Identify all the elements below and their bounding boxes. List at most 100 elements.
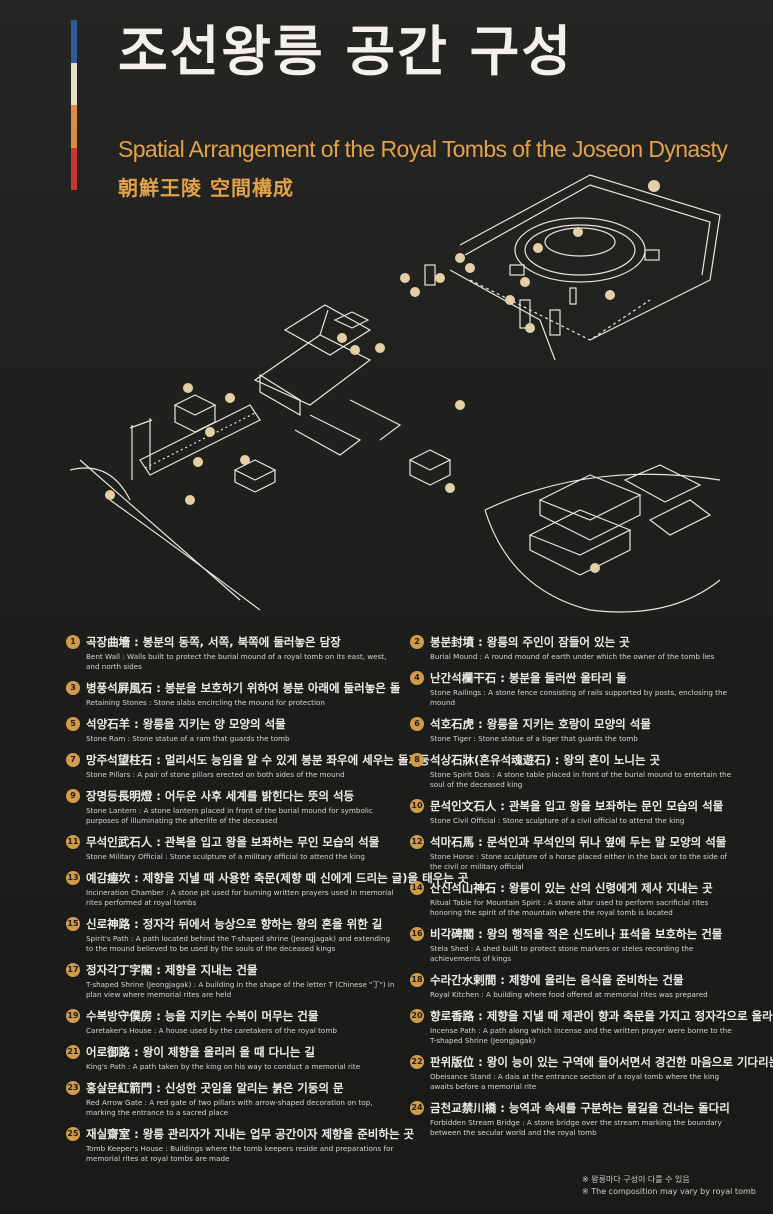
legend-item-korean: 8 석상石牀(혼유석魂遊石) : 왕의 혼이 노니는 곳 (410, 752, 740, 768)
legend-number-badge: 10 (410, 799, 424, 813)
legend-korean-text: 정자각丁字閣 : 제향을 지내는 건물 (86, 963, 258, 977)
legend-item-korean: 23 홍살문紅箭門 : 신성한 곳임을 알리는 붉은 기둥의 문 (66, 1080, 396, 1096)
legend-korean-text: 병풍석屛風石 : 봉분을 보호하기 위하여 봉분 아래에 둘러놓은 돌 (86, 681, 401, 695)
legend-korean-text: 향로香路 : 제향을 지낼 때 제관이 향과 축문을 가지고 정자각으로 올라가… (430, 1009, 773, 1023)
legend-item-korean: 22 판위版位 : 왕이 능이 있는 구역에 들어서면서 경건한 마음으로 기다리… (410, 1054, 773, 1070)
legend-right-column: 2 봉분封墳 : 왕릉의 주인이 잠들어 있는 곳 Burial Mound : A… (410, 634, 773, 1146)
legend-number-badge: 8 (410, 753, 424, 767)
legend-korean-text: 석마石馬 : 문석인과 무석인의 뒤나 옆에 두는 말 모양의 석물 (430, 835, 727, 849)
legend-item: 20 향로香路 : 제향을 지낼 때 제관이 향과 축문을 가지고 정자각으로 올… (410, 1008, 773, 1046)
legend-english-text: Spirit's Path : A path located behind th… (86, 934, 391, 953)
legend-english-text: Bent Wall : Walls built to protect the b… (86, 652, 387, 671)
legend-number-badge: 22 (410, 1055, 424, 1069)
legend-item-korean: 12 석마石馬 : 문석인과 무석인의 뒤나 옆에 두는 말 모양의 석물 (410, 834, 740, 850)
legend-item: 2 봉분封墳 : 왕릉의 주인이 잠들어 있는 곳 Burial Mound : A… (410, 634, 740, 662)
legend-english-text: Retaining Stones : Stone slabs encirclin… (86, 698, 325, 707)
legend-item: 14 산신석山神石 : 왕릉이 있는 산의 신령에게 제사 지내는 곳 Ritual… (410, 880, 740, 918)
legend-korean-text: 무석인武石人 : 관복을 입고 왕을 보좌하는 무인 모습의 석물 (86, 835, 380, 849)
flag-stripe-blue (71, 20, 77, 63)
legend-number-badge: 20 (410, 1009, 424, 1023)
legend-number-badge: 5 (66, 717, 80, 731)
legend-korean-text: 석상石牀(혼유석魂遊石) : 왕의 혼이 노니는 곳 (430, 753, 661, 767)
legend-english-text: Obeisance Stand : A dais at the entrance… (430, 1072, 720, 1091)
legend-english-text: Stone Pillars : A pair of stone pillars … (86, 770, 345, 779)
legend-number-badge: 4 (410, 671, 424, 685)
legend-item-korean: 2 봉분封墳 : 왕릉의 주인이 잠들어 있는 곳 (410, 634, 740, 650)
legend-english-text: Stone Lantern : A stone lantern placed i… (86, 806, 373, 825)
legend-korean-text: 예감瘞坎 : 제향을 지낼 때 사용한 축문(제향 때 신에게 드리는 글)을 … (86, 871, 469, 885)
footnote-english: ※ The composition may vary by royal tomb (582, 1187, 756, 1196)
legend-item-korean: 11 무석인武石人 : 관복을 입고 왕을 보좌하는 무인 모습의 석물 (66, 834, 396, 850)
legend-number-badge: 14 (410, 881, 424, 895)
legend-number-badge: 7 (66, 753, 80, 767)
legend-item-korean: 9 장명등長明燈 : 어두운 사후 세계를 밝힌다는 뜻의 석등 (66, 788, 396, 804)
legend-korean-text: 산신석山神石 : 왕릉이 있는 산의 신령에게 제사 지내는 곳 (430, 881, 713, 895)
legend-english-text: Stela Shed : A shed built to protect sto… (430, 944, 694, 963)
legend-english-text: Incineration Chamber : A stone pit used … (86, 888, 394, 907)
legend-number-badge: 1 (66, 635, 80, 649)
legend-item-korean: 6 석호石虎 : 왕릉을 지키는 호랑이 모양의 석물 (410, 716, 740, 732)
flag-stripe-cream (71, 62, 77, 105)
flag-stripe-orange (71, 105, 77, 148)
legend-item: 13 예감瘞坎 : 제향을 지낼 때 사용한 축문(제향 때 신에게 드리는 글)… (66, 870, 468, 908)
legend-item-korean: 4 난간석欄干石 : 봉분을 둘러싼 울타리 돌 (410, 670, 740, 686)
color-flag (71, 20, 77, 190)
legend-number-badge: 19 (66, 1009, 80, 1023)
legend-item: 15 신로神路 : 정자각 뒤에서 능상으로 향하는 왕의 혼을 위한 길 Spir… (66, 916, 396, 954)
legend-korean-text: 판위版位 : 왕이 능이 있는 구역에 들어서면서 경건한 마음으로 기다리는 … (430, 1055, 773, 1069)
legend-number-badge: 2 (410, 635, 424, 649)
legend-number-badge: 13 (66, 871, 80, 885)
page-title-korean: 조선왕릉 공간 구성 (118, 20, 574, 83)
legend-item: 9 장명등長明燈 : 어두운 사후 세계를 밝힌다는 뜻의 석등 Stone Lan… (66, 788, 396, 826)
legend-number-badge: 9 (66, 789, 80, 803)
legend-korean-text: 수라간水剌間 : 제향에 올리는 음식을 준비하는 건물 (430, 973, 684, 987)
legend-korean-text: 봉분封墳 : 왕릉의 주인이 잠들어 있는 곳 (430, 635, 630, 649)
legend-english-text: Burial Mound : A round mound of earth un… (430, 652, 715, 661)
legend-korean-text: 재실齋室 : 왕릉 관리자가 지내는 업무 공간이자 제향을 준비하는 곳 (86, 1127, 415, 1141)
legend-korean-text: 홍살문紅箭門 : 신성한 곳임을 알리는 붉은 기둥의 문 (86, 1081, 344, 1095)
legend-item-korean: 10 문석인文石人 : 관복을 입고 왕을 보좌하는 문인 모습의 석물 (410, 798, 740, 814)
legend-number-badge: 6 (410, 717, 424, 731)
legend-korean-text: 석양石羊 : 왕릉을 지키는 양 모양의 석물 (86, 717, 286, 731)
legend-english-text: Caretaker's House : A house used by the … (86, 1026, 337, 1035)
legend-number-badge: 24 (410, 1101, 424, 1115)
legend-number-badge: 3 (66, 681, 80, 695)
legend-item-korean: 14 산신석山神石 : 왕릉이 있는 산의 신령에게 제사 지내는 곳 (410, 880, 740, 896)
legend-korean-text: 석호石虎 : 왕릉을 지키는 호랑이 모양의 석물 (430, 717, 651, 731)
legend-korean-text: 신로神路 : 정자각 뒤에서 능상으로 향하는 왕의 혼을 위한 길 (86, 917, 383, 931)
legend-english-text: Tomb Keeper's House : Buildings where th… (86, 1144, 394, 1163)
legend-number-badge: 15 (66, 917, 80, 931)
legend-korean-text: 장명등長明燈 : 어두운 사후 세계를 밝힌다는 뜻의 석등 (86, 789, 355, 803)
legend-english-text: Ritual Table for Mountain Spirit : A sto… (430, 898, 709, 917)
legend-korean-text: 문석인文石人 : 관복을 입고 왕을 보좌하는 문인 모습의 석물 (430, 799, 724, 813)
legend-number-badge: 12 (410, 835, 424, 849)
legend-item-korean: 5 석양石羊 : 왕릉을 지키는 양 모양의 석물 (66, 716, 396, 732)
footnote-korean: ※ 왕릉마다 구성이 다를 수 있음 (582, 1175, 690, 1184)
legend-korean-text: 비각碑閣 : 왕의 행적을 적은 신도비나 표석을 보호하는 건물 (430, 927, 723, 941)
legend-item: 3 병풍석屛風石 : 봉분을 보호하기 위하여 봉분 아래에 둘러놓은 돌 Reta… (66, 680, 400, 708)
legend-korean-text: 난간석欄干石 : 봉분을 둘러싼 울타리 돌 (430, 671, 627, 685)
flag-stripe-red (71, 147, 77, 190)
legend-english-text: Royal Kitchen : A building where food of… (430, 990, 708, 999)
legend-number-badge: 11 (66, 835, 80, 849)
legend-number-badge: 23 (66, 1081, 80, 1095)
